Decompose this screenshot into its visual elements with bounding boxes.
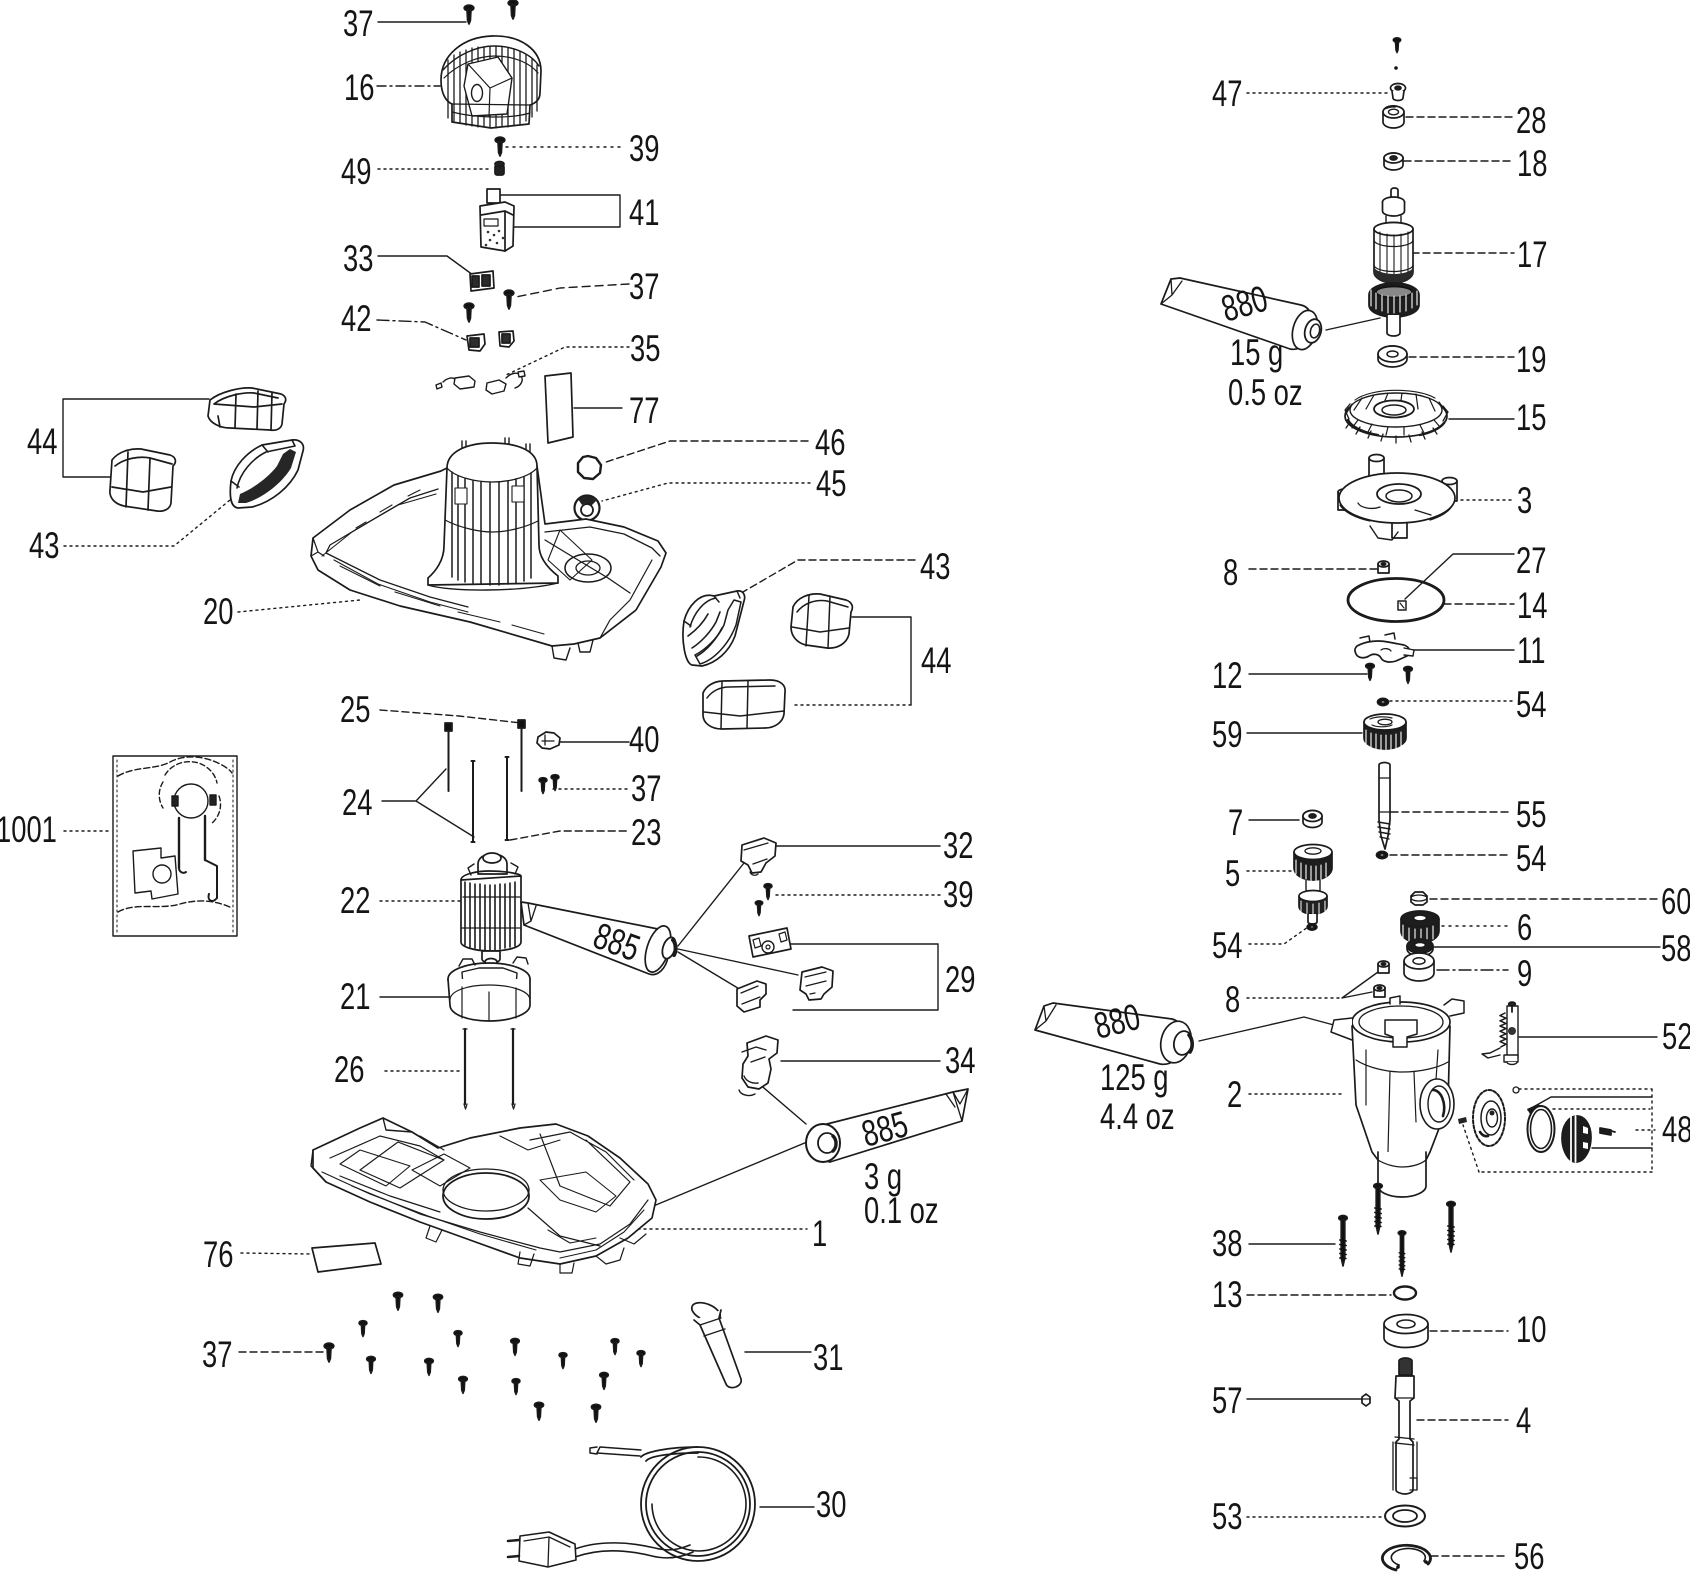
svg-text:21: 21: [340, 976, 370, 1017]
svg-text:39: 39: [629, 128, 659, 169]
svg-text:125 g: 125 g: [1100, 1057, 1168, 1098]
svg-text:76: 76: [203, 1234, 233, 1275]
svg-text:25: 25: [340, 689, 370, 730]
svg-text:41: 41: [629, 192, 659, 233]
svg-text:4: 4: [1516, 1400, 1531, 1441]
svg-text:42: 42: [341, 298, 371, 339]
svg-text:19: 19: [1516, 339, 1546, 380]
svg-text:37: 37: [629, 266, 659, 307]
svg-text:30: 30: [816, 1484, 846, 1525]
svg-text:17: 17: [1517, 234, 1547, 275]
svg-text:57: 57: [1212, 1380, 1242, 1421]
svg-text:0.1 oz: 0.1 oz: [864, 1190, 939, 1231]
svg-text:26: 26: [334, 1049, 364, 1090]
svg-text:60: 60: [1661, 881, 1690, 922]
svg-text:43: 43: [29, 525, 59, 566]
svg-text:20: 20: [203, 591, 233, 632]
svg-text:37: 37: [631, 768, 661, 809]
svg-text:56: 56: [1514, 1536, 1544, 1574]
svg-text:1: 1: [812, 1213, 827, 1254]
svg-text:39: 39: [943, 874, 973, 915]
svg-text:54: 54: [1516, 684, 1546, 725]
svg-text:45: 45: [816, 463, 846, 504]
svg-text:22: 22: [340, 880, 370, 921]
svg-text:0.5 oz: 0.5 oz: [1228, 372, 1303, 413]
svg-text:37: 37: [202, 1334, 232, 1375]
svg-text:3 g: 3 g: [864, 1156, 902, 1197]
svg-text:9: 9: [1517, 953, 1532, 994]
svg-text:31: 31: [813, 1337, 843, 1378]
svg-text:38: 38: [1212, 1223, 1242, 1264]
svg-text:5: 5: [1225, 853, 1240, 894]
svg-text:47: 47: [1212, 73, 1242, 114]
svg-text:32: 32: [943, 825, 973, 866]
svg-text:54: 54: [1516, 838, 1546, 879]
svg-text:18: 18: [1517, 143, 1547, 184]
svg-text:44: 44: [921, 640, 951, 681]
svg-text:55: 55: [1516, 794, 1546, 835]
svg-text:27: 27: [1516, 540, 1546, 581]
svg-text:77: 77: [629, 390, 659, 431]
svg-text:53: 53: [1212, 1496, 1242, 1537]
svg-text:37: 37: [343, 3, 373, 44]
svg-text:43: 43: [920, 546, 950, 587]
svg-text:59: 59: [1212, 714, 1242, 755]
svg-text:1001: 1001: [0, 809, 57, 850]
svg-text:13: 13: [1212, 1274, 1242, 1315]
svg-text:11: 11: [1517, 630, 1545, 671]
svg-text:23: 23: [631, 812, 661, 853]
svg-text:12: 12: [1212, 655, 1242, 696]
svg-text:14: 14: [1517, 585, 1547, 626]
svg-text:7: 7: [1228, 802, 1243, 843]
svg-text:24: 24: [342, 782, 372, 823]
svg-text:58: 58: [1661, 928, 1690, 969]
svg-text:16: 16: [344, 67, 374, 108]
svg-text:40: 40: [629, 719, 659, 760]
svg-text:10: 10: [1516, 1309, 1546, 1350]
svg-text:4.4 oz: 4.4 oz: [1100, 1096, 1175, 1137]
svg-text:34: 34: [945, 1040, 975, 1081]
svg-text:6: 6: [1517, 907, 1532, 948]
svg-text:8: 8: [1225, 979, 1240, 1020]
svg-text:54: 54: [1212, 925, 1242, 966]
svg-text:29: 29: [945, 959, 975, 1000]
svg-text:28: 28: [1516, 100, 1546, 141]
svg-text:49: 49: [341, 151, 371, 192]
svg-text:35: 35: [630, 328, 660, 369]
svg-text:44: 44: [27, 421, 57, 462]
svg-text:3: 3: [1517, 480, 1532, 521]
svg-text:52: 52: [1662, 1016, 1690, 1057]
svg-text:48: 48: [1662, 1109, 1690, 1150]
svg-text:15: 15: [1516, 397, 1546, 438]
svg-text:33: 33: [343, 238, 373, 279]
svg-text:46: 46: [815, 422, 845, 463]
svg-text:15 g: 15 g: [1230, 332, 1283, 373]
svg-text:8: 8: [1223, 552, 1238, 593]
svg-text:2: 2: [1227, 1074, 1242, 1115]
